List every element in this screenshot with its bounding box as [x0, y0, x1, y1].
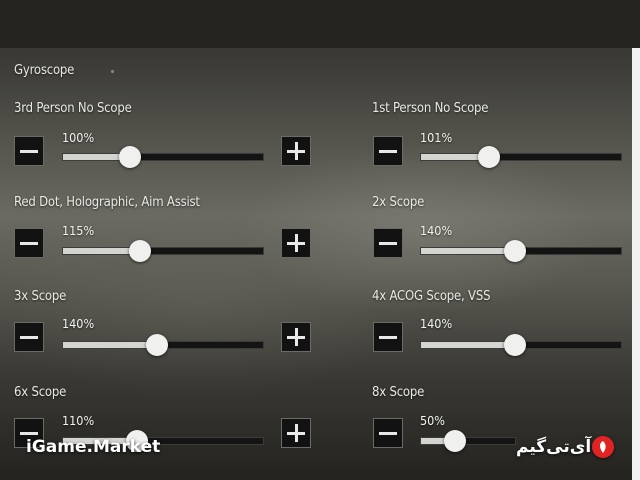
- percent-4x-acog: 140%: [420, 316, 453, 331]
- setting-label-1st-person-no-scope: 1st Person No Scope: [372, 101, 489, 116]
- increase-button-6x-scope[interactable]: [281, 418, 311, 448]
- setting-label-4x-acog-scope-vss: 4x ACOG Scope, VSS: [372, 289, 491, 304]
- slider-6x-scope[interactable]: [62, 430, 264, 452]
- decrease-button-red-dot[interactable]: [14, 228, 44, 258]
- setting-label-6x-scope: 6x Scope: [14, 385, 67, 400]
- slider-fill: [421, 342, 515, 348]
- decrease-button-6x-scope[interactable]: [14, 418, 44, 448]
- slider-8x-scope[interactable]: [420, 430, 516, 452]
- percent-6x-scope: 110%: [62, 413, 95, 428]
- slider-knob[interactable]: [119, 146, 141, 168]
- slider-3x-scope[interactable]: [62, 334, 264, 356]
- gyroscope-label: Gyroscope: [14, 63, 75, 78]
- top-bar: [0, 0, 640, 48]
- slider-fill: [421, 248, 515, 254]
- slider-fill: [63, 438, 137, 444]
- watermark-logo-icon: [592, 436, 614, 458]
- setting-label-3rd-person-no-scope: 3rd Person No Scope: [14, 101, 132, 116]
- increase-button-3rd-person-no-scope[interactable]: [281, 136, 311, 166]
- setting-label-8x-scope: 8x Scope: [372, 385, 425, 400]
- decrease-button-3rd-person-no-scope[interactable]: [14, 136, 44, 166]
- minus-icon: [379, 335, 397, 339]
- top-bar-divider: [0, 48, 640, 49]
- minus-icon: [20, 335, 38, 339]
- increase-button-red-dot[interactable]: [281, 228, 311, 258]
- percent-2x-scope: 140%: [420, 223, 453, 238]
- percent-3rd-person-no-scope: 100%: [62, 130, 95, 145]
- slider-fill: [421, 154, 489, 160]
- slider-knob[interactable]: [129, 240, 151, 262]
- watermark-igame-market: iGame.Market: [26, 437, 161, 457]
- minus-icon: [20, 149, 38, 153]
- slider-1st-person-no-scope[interactable]: [420, 146, 622, 168]
- minus-icon: [379, 149, 397, 153]
- decrease-button-1st-person-no-scope[interactable]: [373, 136, 403, 166]
- decrease-button-8x-scope[interactable]: [373, 418, 403, 448]
- slider-fill: [63, 248, 140, 254]
- decrease-button-2x-scope[interactable]: [373, 228, 403, 258]
- increase-button-3x-scope[interactable]: [281, 322, 311, 352]
- minus-icon: [20, 431, 38, 435]
- slider-4x-acog[interactable]: [420, 334, 622, 356]
- setting-label-3x-scope: 3x Scope: [14, 289, 67, 304]
- slider-red-dot[interactable]: [62, 240, 264, 262]
- slider-3rd-person-no-scope[interactable]: [62, 146, 264, 168]
- slider-knob[interactable]: [504, 334, 526, 356]
- slider-knob[interactable]: [504, 240, 526, 262]
- percent-3x-scope: 140%: [62, 316, 95, 331]
- percent-8x-scope: 50%: [420, 413, 445, 428]
- percent-1st-person-no-scope: 101%: [420, 130, 453, 145]
- minus-icon: [379, 431, 397, 435]
- slider-2x-scope[interactable]: [420, 240, 622, 262]
- slider-knob[interactable]: [444, 430, 466, 452]
- decrease-button-3x-scope[interactable]: [14, 322, 44, 352]
- decrease-button-4x-acog[interactable]: [373, 322, 403, 352]
- setting-label-red-dot-holographic-aim-assist: Red Dot, Holographic, Aim Assist: [14, 195, 200, 210]
- minus-icon: [20, 241, 38, 245]
- percent-red-dot: 115%: [62, 223, 95, 238]
- gyroscope-indicator-dot: [111, 70, 114, 73]
- right-edge: [632, 48, 640, 480]
- slider-knob[interactable]: [478, 146, 500, 168]
- slider-knob[interactable]: [126, 430, 148, 452]
- slider-knob[interactable]: [146, 334, 168, 356]
- setting-label-2x-scope: 2x Scope: [372, 195, 425, 210]
- slider-fill: [63, 342, 157, 348]
- slider-fill: [63, 154, 130, 160]
- slider-fill: [421, 438, 455, 444]
- minus-icon: [379, 241, 397, 245]
- watermark-persian-text: آی‌تی‌گیم: [516, 437, 592, 457]
